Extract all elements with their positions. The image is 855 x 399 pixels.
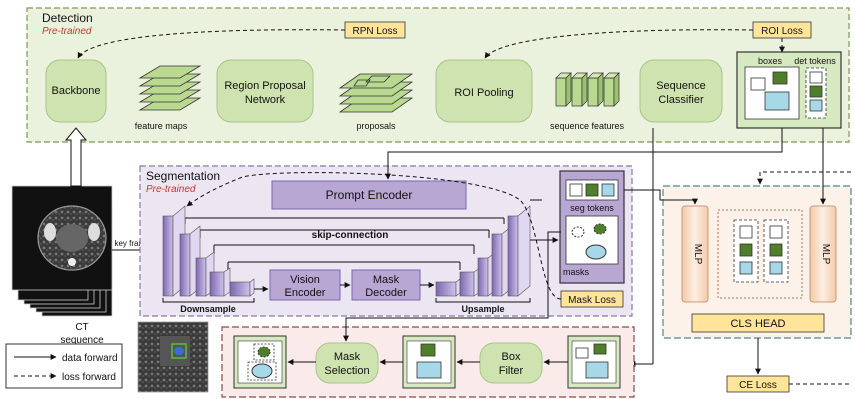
detection-panel: Detection Pre-trained Backbone feature m… <box>26 7 850 143</box>
backbone-label: Backbone <box>52 85 101 97</box>
det-tokens-label: det tokens <box>794 56 836 66</box>
mlp-left-block <box>681 205 709 303</box>
mask-decoder-line1: Mask <box>373 274 400 286</box>
mask-loss-label: Mask Loss <box>568 295 616 306</box>
proposals-label: proposals <box>356 121 396 131</box>
key-frame-label: key frame <box>114 239 150 248</box>
legend-loss-forward: loss forward <box>62 372 116 383</box>
box-filter-line1: Box <box>502 351 521 363</box>
mlp-left-label: MLP <box>692 244 703 265</box>
feature-maps-label: feature maps <box>135 121 188 131</box>
sequence-classifier-line2: Classifier <box>658 94 704 106</box>
token-fusion-area <box>717 209 803 299</box>
rpn-label-line2: Network <box>245 94 286 106</box>
rpn-label-line1: Region Proposal <box>224 80 305 92</box>
backbone-block <box>45 59 107 123</box>
sequence-features-label: sequence features <box>550 121 625 131</box>
key-frame-thumbnail <box>137 321 209 393</box>
mlp-right-block <box>809 205 837 303</box>
box-filter-line2: Filter <box>499 365 524 377</box>
legend: data forward loss forward <box>5 343 123 389</box>
masks-label: masks <box>563 267 590 277</box>
skip-connection-label: skip-connection <box>312 230 389 241</box>
postprocess-panel: Mask Selection Box Filter <box>221 326 635 398</box>
rpn-loss-label: RPN Loss <box>352 26 397 37</box>
segmentation-subtitle: Pre-trained <box>146 184 196 195</box>
sequence-classifier-block <box>639 59 723 123</box>
upsample-towers <box>435 205 531 297</box>
cls-head-block <box>691 313 825 333</box>
prompt-encoder-block <box>271 180 467 210</box>
box-filter-block <box>479 342 543 384</box>
prompt-encoder-label: Prompt Encoder <box>326 188 413 202</box>
classification-panel: MLP MLP CLS HEAD <box>662 185 852 339</box>
boxes-label: boxes <box>758 56 783 66</box>
vision-encoder-block <box>269 269 341 301</box>
segmentation-panel: Segmentation Pre-trained Prompt Encoder … <box>139 165 633 317</box>
legend-data-forward: data forward <box>62 353 118 364</box>
upsample-label: Upsample <box>461 304 504 314</box>
detection-title: Detection <box>42 11 93 25</box>
ct-to-backbone-arrow <box>64 127 88 187</box>
sequence-features-icon <box>555 72 620 107</box>
vision-encoder-line1: Vision <box>290 274 320 286</box>
roi-loss-label: ROI Loss <box>761 26 803 37</box>
skip-connection-lines <box>184 217 505 270</box>
detection-subtitle: Pre-trained <box>42 26 92 37</box>
ct-label-line1: CT <box>75 322 88 333</box>
downsample-label: Downsample <box>180 304 236 314</box>
downsample-towers <box>162 205 255 297</box>
seg-tokens-label: seg tokens <box>570 203 614 213</box>
cls-head-label: CLS HEAD <box>730 318 785 330</box>
ce-loss-label: CE Loss <box>739 380 777 391</box>
ct-label-line2: sequence <box>60 335 104 346</box>
roi-pooling-label: ROI Pooling <box>454 87 513 99</box>
mask-selection-block <box>315 342 379 384</box>
mask-decoder-block <box>351 269 421 301</box>
rpn-block <box>216 59 314 123</box>
mlp-right-label: MLP <box>820 244 831 265</box>
proposals-stack <box>338 73 414 113</box>
segmentation-title: Segmentation <box>146 169 220 183</box>
roi-pooling-block <box>435 59 533 123</box>
vision-encoder-line2: Encoder <box>285 287 326 299</box>
sequence-classifier-line1: Sequence <box>656 80 706 92</box>
mask-selection-line2: Selection <box>324 365 369 377</box>
ct-sequence-stack <box>11 185 113 317</box>
mask-selection-line1: Mask <box>334 351 361 363</box>
mask-decoder-line2: Decoder <box>365 287 407 299</box>
feature-maps-stack <box>138 65 202 111</box>
